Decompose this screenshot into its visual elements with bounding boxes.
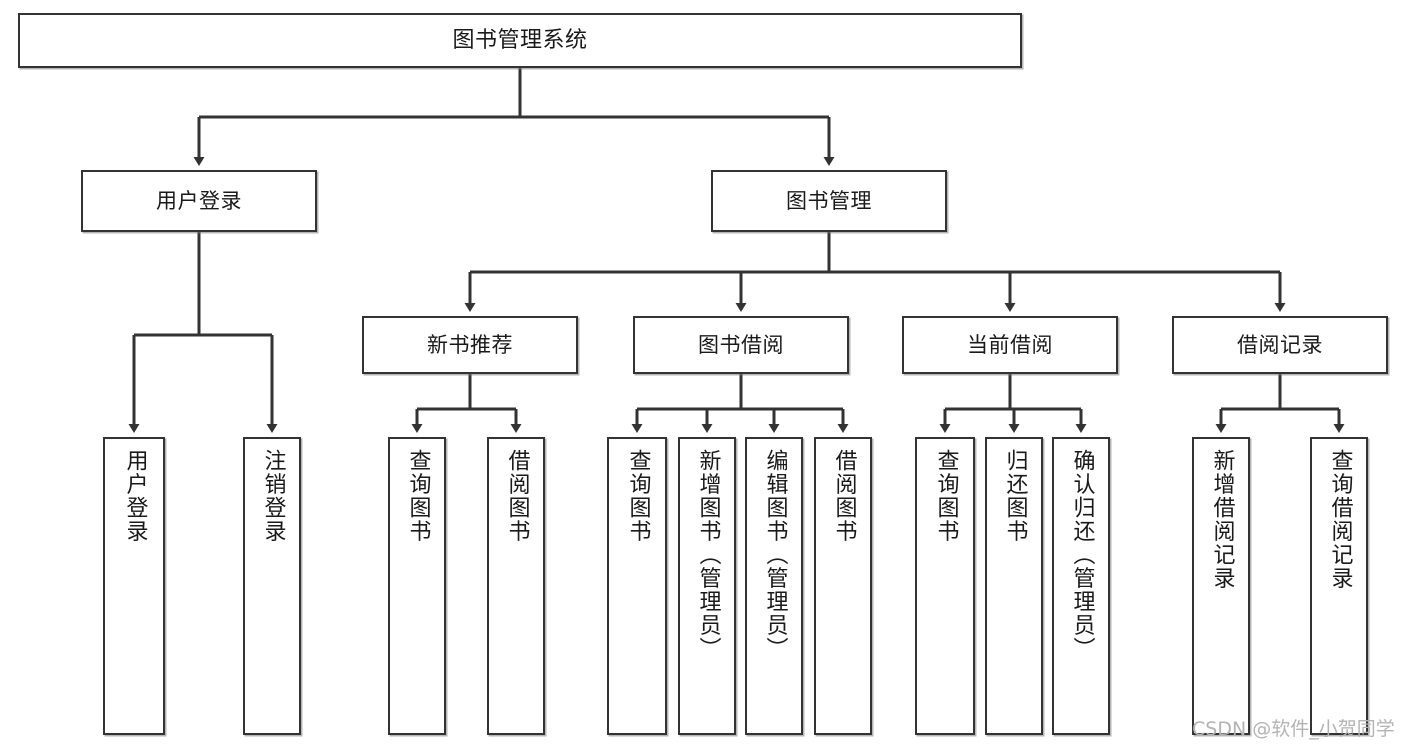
node-leaf-user-login[interactable]: 用户登录 [103, 437, 165, 735]
node-leaf-query-book-3-label: 查询图书 [933, 449, 959, 543]
node-book-borrow-label: 图书借阅 [698, 332, 784, 357]
node-leaf-query-book-2-label: 查询图书 [625, 449, 651, 543]
node-leaf-borrow-book-2[interactable]: 借阅图书 [814, 437, 872, 735]
node-leaf-add-book-label: 新增图书（管理员） [695, 449, 721, 661]
node-leaf-borrow-book-1[interactable]: 借阅图书 [487, 437, 545, 735]
node-leaf-confirm-return-label: 确认归还（管理员） [1069, 449, 1095, 661]
node-user-login-label: 用户登录 [156, 188, 242, 213]
node-leaf-return-book[interactable]: 归还图书 [985, 437, 1043, 735]
node-leaf-query-book-3[interactable]: 查询图书 [915, 437, 975, 735]
node-leaf-user-login-label: 用户登录 [122, 449, 148, 543]
csdn-watermark: CSDN @软件_小贺同学 [1192, 718, 1395, 740]
node-book-manage[interactable]: 图书管理 [711, 170, 947, 232]
node-new-book-rec-label: 新书推荐 [427, 332, 513, 357]
node-new-book-rec[interactable]: 新书推荐 [362, 316, 578, 374]
node-leaf-query-book-1[interactable]: 查询图书 [388, 437, 446, 735]
node-leaf-query-book-2[interactable]: 查询图书 [607, 437, 667, 735]
node-leaf-add-record[interactable]: 新增借阅记录 [1192, 437, 1250, 735]
node-leaf-query-record[interactable]: 查询借阅记录 [1310, 437, 1368, 735]
node-leaf-logout-label: 注销登录 [260, 449, 286, 543]
node-borrow-record-label: 借阅记录 [1237, 332, 1323, 357]
node-leaf-borrow-book-2-label: 借阅图书 [831, 449, 857, 543]
node-leaf-borrow-book-1-label: 借阅图书 [504, 449, 530, 543]
node-root-label: 图书管理系统 [452, 27, 588, 53]
node-leaf-logout[interactable]: 注销登录 [243, 437, 301, 735]
node-leaf-return-book-label: 归还图书 [1002, 449, 1028, 543]
node-leaf-add-record-label: 新增借阅记录 [1209, 449, 1235, 590]
node-leaf-query-book-1-label: 查询图书 [405, 449, 431, 543]
node-leaf-query-record-label: 查询借阅记录 [1327, 449, 1353, 590]
node-leaf-edit-book[interactable]: 编辑图书（管理员） [745, 437, 803, 735]
node-current-borrow[interactable]: 当前借阅 [902, 316, 1118, 374]
node-current-borrow-label: 当前借阅 [967, 332, 1053, 357]
node-leaf-confirm-return[interactable]: 确认归还（管理员） [1052, 437, 1110, 735]
node-root[interactable]: 图书管理系统 [18, 13, 1022, 68]
node-book-borrow[interactable]: 图书借阅 [633, 316, 849, 374]
node-book-manage-label: 图书管理 [786, 188, 872, 213]
node-user-login[interactable]: 用户登录 [81, 170, 317, 232]
node-borrow-record[interactable]: 借阅记录 [1172, 316, 1388, 374]
node-leaf-edit-book-label: 编辑图书（管理员） [762, 449, 788, 661]
node-leaf-add-book[interactable]: 新增图书（管理员） [678, 437, 736, 735]
